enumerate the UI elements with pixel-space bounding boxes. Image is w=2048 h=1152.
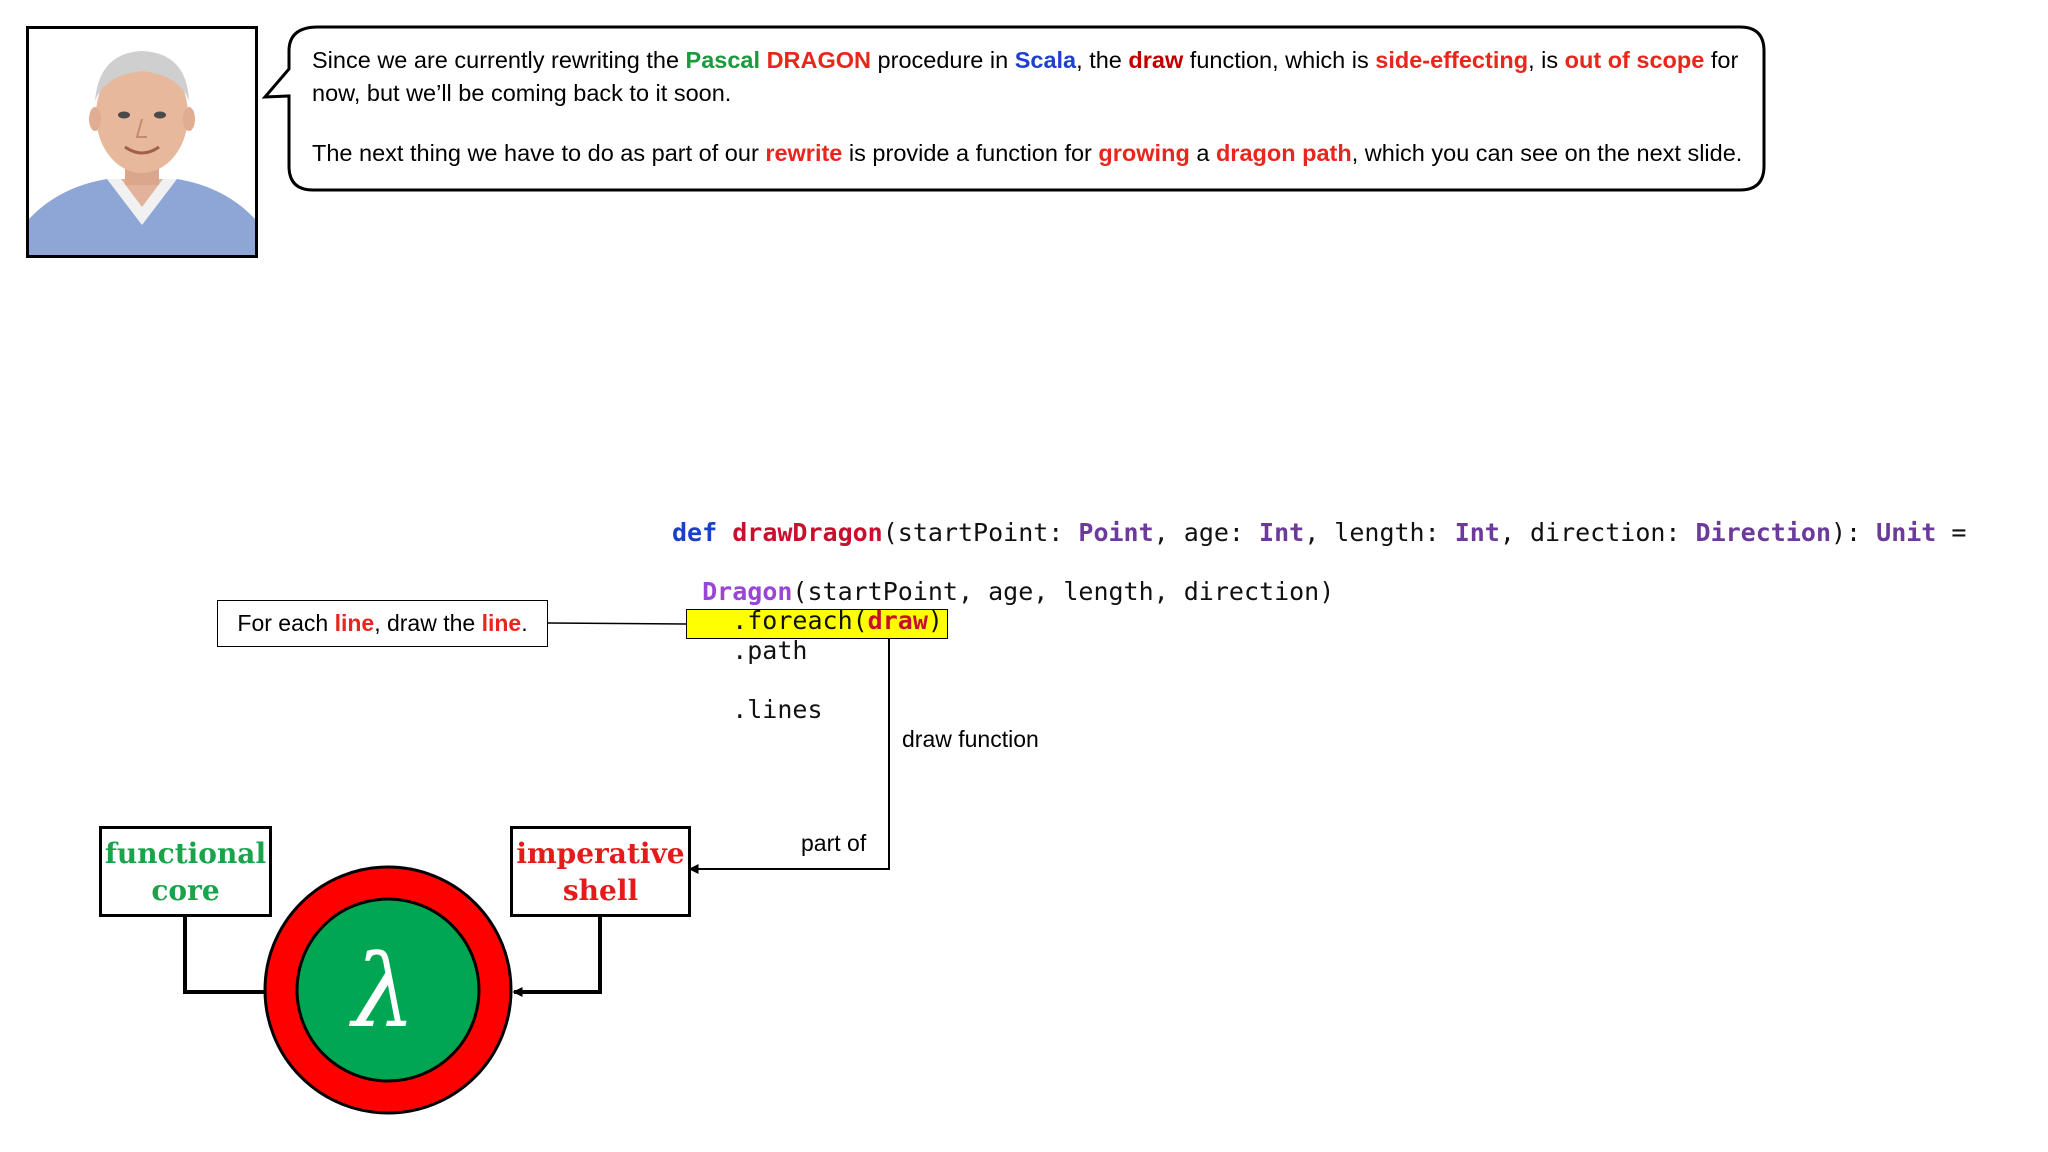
core-circle xyxy=(295,897,481,1083)
box-text-line: imperative xyxy=(516,836,685,870)
keyword-line: line xyxy=(334,610,375,636)
code-block: def drawDragon(startPoint: Point, age: I… xyxy=(672,488,1966,813)
callout-connector xyxy=(547,622,687,625)
keyword-side-effecting: side-effecting xyxy=(1375,47,1529,73)
box-text-line: core xyxy=(151,873,220,907)
text: , the xyxy=(1076,47,1129,73)
text: procedure in xyxy=(871,47,1015,73)
draw-function-label: draw function xyxy=(902,726,1039,752)
code-type: Point xyxy=(1078,517,1154,547)
draw-function-arrow xyxy=(688,639,890,874)
bubble-paragraph-2: The next thing we have to do as part of … xyxy=(312,137,1744,170)
text: . xyxy=(521,610,528,636)
presenter-photo xyxy=(29,29,255,255)
code-text: , length: xyxy=(1304,517,1455,547)
keyword-dragon-path: dragon path xyxy=(1215,140,1352,166)
keyword-growing: growing xyxy=(1098,140,1190,166)
text: a xyxy=(1189,140,1216,166)
text: , which you can see on the next slide. xyxy=(1351,140,1743,166)
code-type: Unit xyxy=(1876,517,1937,547)
lambda-symbol: λ xyxy=(348,933,415,1050)
text: Since we are currently rewriting the xyxy=(312,47,686,73)
bubble-paragraph-1: Since we are currently rewriting the Pas… xyxy=(312,44,1744,110)
code-text: .foreach( xyxy=(672,606,868,635)
keyword-out-of-scope: out of scope xyxy=(1564,47,1705,73)
text: is provide a function for xyxy=(842,140,1099,166)
presenter-avatar xyxy=(26,26,258,258)
keyword-pascal: Pascal xyxy=(685,47,761,73)
part-of-label: part of xyxy=(801,830,867,856)
keyword-dragon: DRAGON xyxy=(766,47,872,73)
speech-bubble-text: Since we are currently rewriting the Pas… xyxy=(312,44,1744,170)
code-constructor: Dragon xyxy=(702,576,793,606)
text: for now, but we’ll be coming back to it … xyxy=(312,47,1739,106)
code-type: Int xyxy=(1454,517,1500,547)
text: For each xyxy=(237,610,335,636)
code-line-2: Dragon(startPoint, age, length, directio… xyxy=(672,577,1966,607)
code-type: Int xyxy=(1259,517,1305,547)
code-text: ): xyxy=(1831,517,1877,547)
code-function-name: drawDragon xyxy=(732,517,883,547)
speech-bubble-outline xyxy=(261,25,1766,192)
code-type: Direction xyxy=(1695,517,1831,547)
functional-core-arrow xyxy=(183,917,298,997)
code-text: , direction: xyxy=(1499,517,1696,547)
keyword-scala: Scala xyxy=(1014,47,1077,73)
code-text: ) xyxy=(927,606,943,635)
text: , draw the xyxy=(374,610,482,636)
keyword-draw: draw xyxy=(1128,47,1184,73)
keyword-rewrite: rewrite xyxy=(765,140,843,166)
code-keyword-def: def xyxy=(672,517,718,547)
foreach-callout: For each line, draw the line. xyxy=(217,600,548,647)
box-text-line: shell xyxy=(562,873,639,907)
code-line-1: def drawDragon(startPoint: Point, age: I… xyxy=(672,518,1966,548)
text: , is xyxy=(1528,47,1565,73)
code-text: = xyxy=(1936,517,1967,547)
code-text: (startPoint: xyxy=(882,517,1079,547)
code-draw-argument: draw xyxy=(867,606,928,635)
code-text: (startPoint, age, length, direction) xyxy=(792,576,1335,606)
code-text: , age: xyxy=(1153,517,1260,547)
box-text-line: functional xyxy=(104,836,267,870)
code-indent xyxy=(672,577,702,606)
keyword-line: line xyxy=(481,610,522,636)
code-line-3: .path xyxy=(672,635,808,665)
text: The next thing we have to do as part of … xyxy=(312,140,766,166)
code-line-4: .lines xyxy=(672,694,823,724)
text: function, which is xyxy=(1183,47,1376,73)
foreach-highlight-text: .foreach(draw) xyxy=(672,606,943,636)
foreach-highlight-box xyxy=(686,609,948,639)
imperative-shell-arrow xyxy=(512,917,602,997)
